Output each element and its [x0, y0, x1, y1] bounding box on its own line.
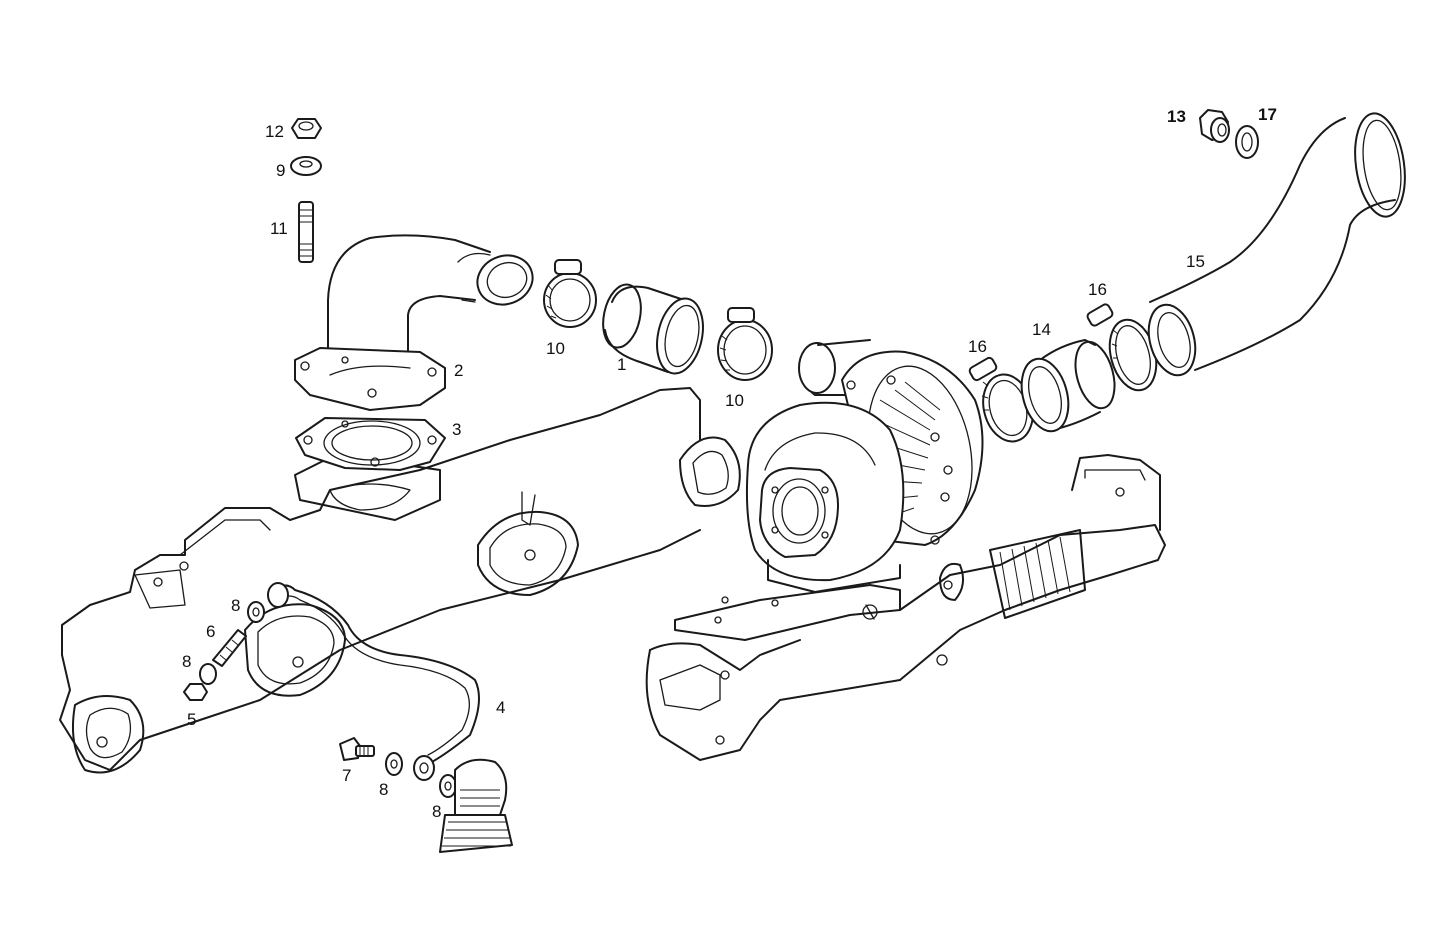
callout-11: 11: [270, 219, 288, 238]
callout-8-middle: 8: [182, 652, 191, 671]
callout-4: 4: [496, 698, 505, 717]
callout-15: 15: [1186, 252, 1205, 271]
callout-5: 5: [187, 710, 196, 729]
callout-6: 6: [206, 622, 215, 641]
callout-17: 17: [1258, 105, 1277, 124]
callout-labels: 12 9 11 10 1 10 2 3 13 17 15 16 14 16 8 …: [182, 105, 1277, 821]
outlet-pipe: [1147, 112, 1406, 377]
exhaust-manifold-right: [645, 454, 1166, 761]
callout-3: 3: [452, 420, 461, 439]
washer: [290, 156, 322, 176]
callout-9: 9: [276, 161, 285, 180]
sealing-washer-right: [439, 774, 457, 798]
hose-clamp-16-left: [968, 356, 1034, 443]
nut-5: [183, 683, 208, 701]
banjo-bolt: [339, 737, 375, 761]
callout-13: 13: [1167, 107, 1186, 126]
hose-14: [1020, 339, 1116, 433]
callout-1: 1: [617, 355, 626, 374]
hose-clamp-left: [543, 259, 597, 328]
elbow-gasket: [295, 417, 446, 471]
nut: [291, 118, 322, 139]
exhaust-manifold-left: [59, 387, 741, 774]
callout-10-left: 10: [546, 339, 565, 358]
elbow-pipe: [294, 234, 534, 411]
seal-ring: [1235, 125, 1259, 159]
callout-2: 2: [454, 361, 463, 380]
hose-sleeve: [602, 283, 704, 375]
callout-12: 12: [265, 122, 284, 141]
turbocharger: [745, 339, 984, 593]
callout-14: 14: [1032, 320, 1051, 339]
pressure-sensor-unit: [439, 758, 513, 853]
sensor-cable: [267, 582, 480, 781]
sensor-plug: [199, 629, 247, 685]
callout-10-right: 10: [725, 391, 744, 410]
callout-16-right: 16: [1088, 280, 1107, 299]
callout-8-lower: 8: [379, 780, 388, 799]
callout-16-left: 16: [968, 337, 987, 356]
sealing-washer-upper: [247, 601, 265, 623]
stud: [298, 201, 314, 263]
pipe-fitting: [1199, 109, 1230, 143]
callout-7: 7: [342, 766, 351, 785]
sealing-washer-lower: [385, 752, 403, 776]
hose-clamp-right: [717, 307, 773, 381]
callout-8-upper: 8: [231, 596, 240, 615]
hose-clamp-16-right: [1086, 303, 1158, 392]
callout-8-right: 8: [432, 802, 441, 821]
